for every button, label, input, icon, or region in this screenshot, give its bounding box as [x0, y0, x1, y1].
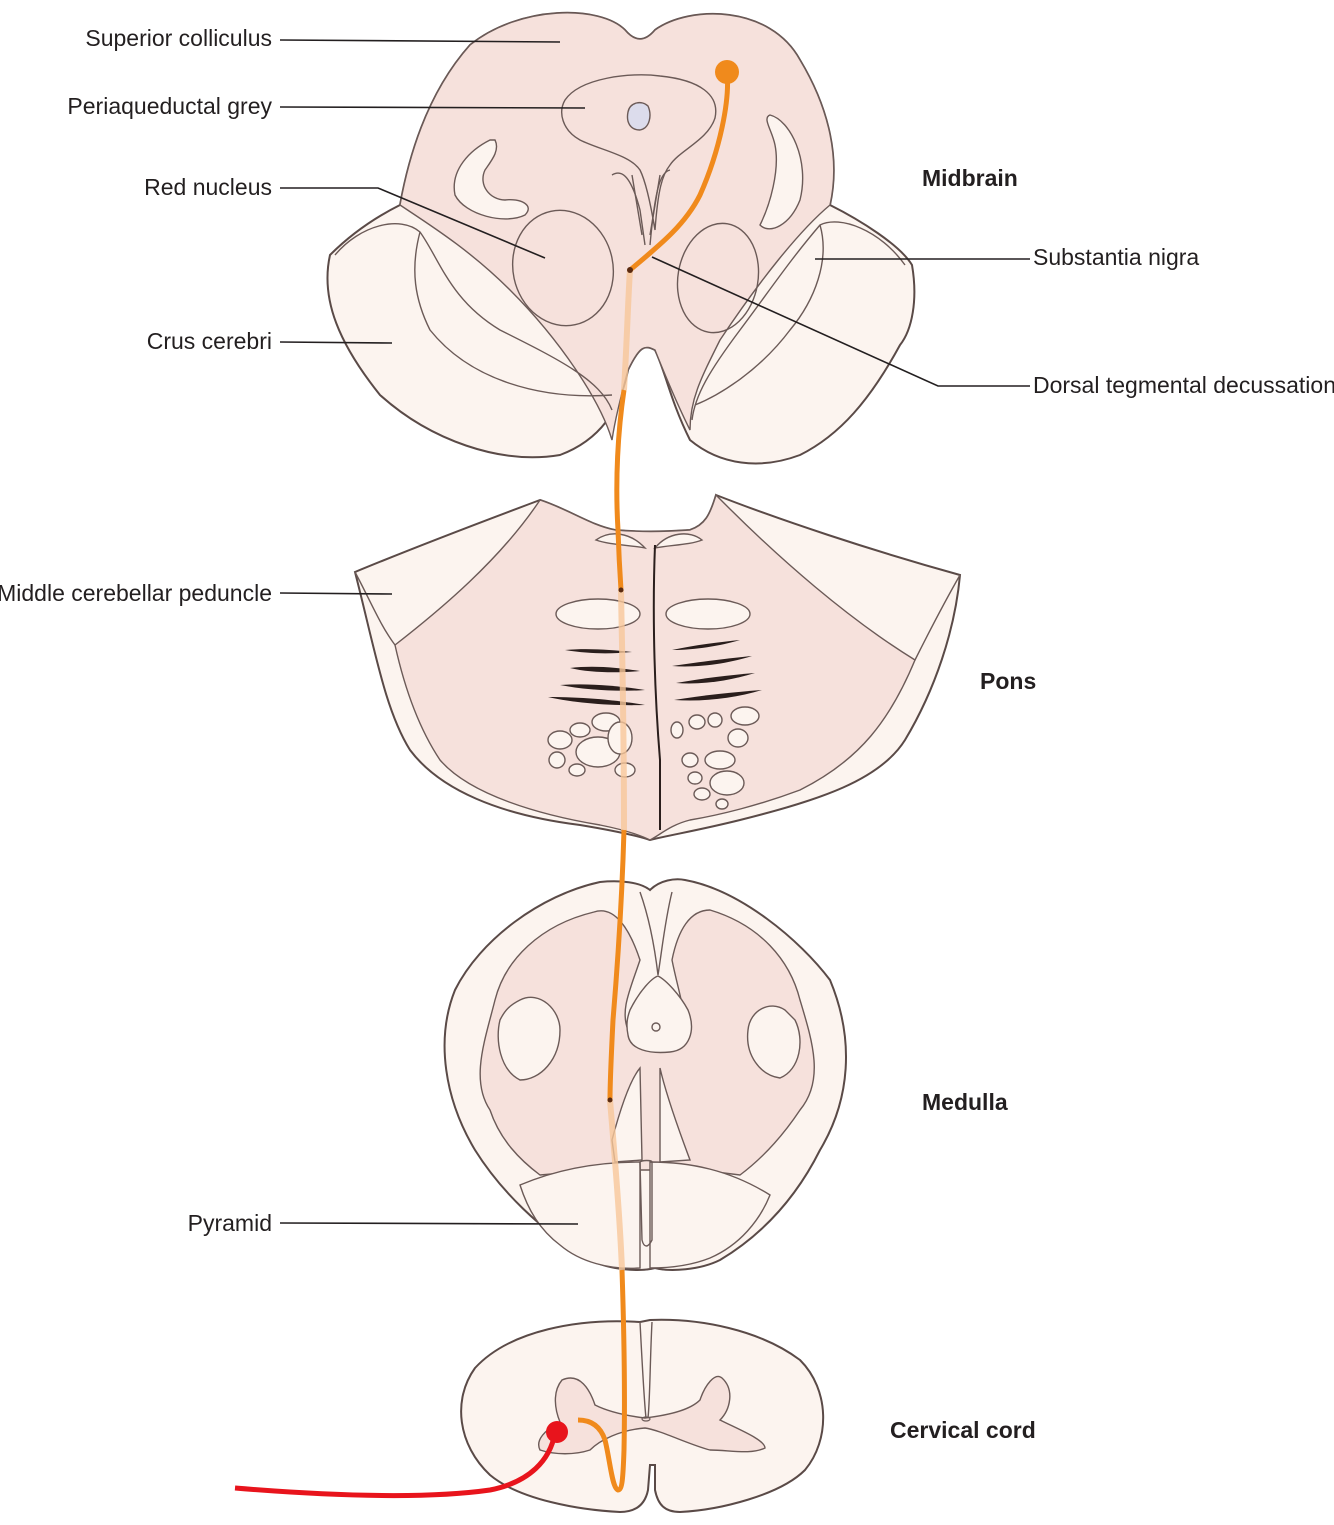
pons-midline [652, 544, 661, 830]
label-pyramid: Pyramid [188, 1210, 272, 1236]
leader-lines [279, 39, 1030, 1225]
label-periaqueductal-grey: Periaqueductal grey [67, 93, 272, 119]
cervical-cord-outline [460, 1318, 825, 1514]
tract-faded-medulla [607, 1099, 625, 1271]
tectospinal-tract [577, 60, 739, 1493]
cervical-grey-matter [538, 1375, 766, 1455]
decussation-point [627, 267, 633, 273]
section-title-midbrain: Midbrain [922, 165, 1018, 191]
tract-faded-midbrain [621, 269, 633, 391]
aqueduct [626, 101, 651, 131]
red-nucleus-right [676, 222, 760, 334]
medulla-central-grey [626, 975, 693, 1054]
superior-colliculus-cell-body [715, 60, 739, 84]
motor-neuron-fiber [234, 1421, 568, 1499]
crus-cerebri-right [691, 221, 906, 421]
central-canal [651, 1022, 661, 1032]
label-middle-cerebellar-peduncle: Middle cerebellar peduncle [0, 580, 272, 606]
tract-medulla-cord [577, 1269, 627, 1493]
section-title-medulla: Medulla [922, 1089, 1008, 1115]
label-red-nucleus: Red nucleus [144, 174, 272, 200]
tract-faded-pons [618, 589, 627, 831]
cervical-cord-section [460, 1318, 825, 1514]
medulla-section [443, 878, 848, 1271]
label-superior-colliculus: Superior colliculus [85, 25, 272, 51]
pons-section [353, 493, 962, 842]
tract-midbrain-pons [614, 389, 627, 591]
label-dorsal-tegmental-decussation: Dorsal tegmental decussation [1033, 372, 1334, 398]
label-substantia-nigra: Substantia nigra [1033, 244, 1199, 270]
tract-origin-segment [627, 69, 730, 273]
medulla-pyramid-right [649, 1161, 771, 1269]
motor-neuron-cell-body [546, 1421, 568, 1443]
lemniscus-right [759, 114, 804, 230]
pontine-nuclei-bundles [547, 706, 760, 810]
section-title-cervical-cord: Cervical cord [890, 1417, 1036, 1443]
label-crus-cerebri: Crus cerebri [147, 328, 272, 354]
section-title-pons: Pons [980, 668, 1036, 694]
lemniscus-left [453, 139, 529, 220]
cervical-central-canal [641, 1416, 651, 1422]
tract-pons-medulla [607, 829, 627, 1101]
red-nucleus-left [511, 209, 615, 327]
red-fiber [234, 1432, 558, 1499]
pontine-tegmentum-right [653, 533, 704, 550]
crus-cerebri-left [334, 223, 613, 411]
